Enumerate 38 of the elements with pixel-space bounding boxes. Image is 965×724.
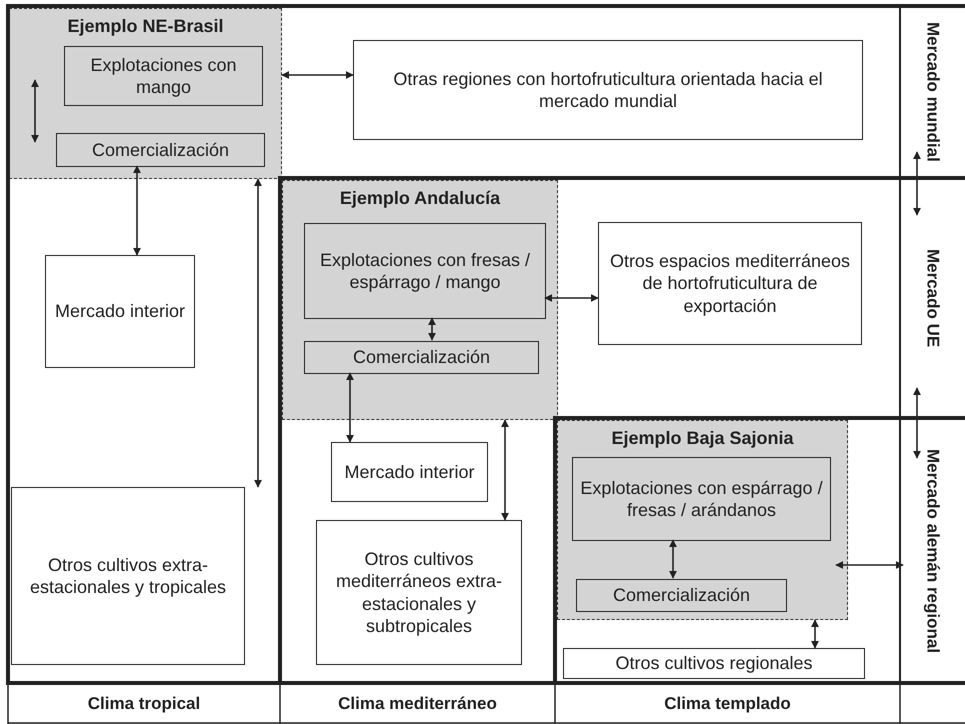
arrow bbox=[254, 178, 262, 488]
column-header: Clima tropical bbox=[86, 693, 202, 715]
process-box: Otras regiones con hortofruticultura orientada hacia el mercado mundial bbox=[353, 40, 863, 140]
arrow bbox=[428, 317, 436, 341]
process-box: Comercialización bbox=[576, 579, 787, 612]
process-box: Otros cultivos regionales bbox=[563, 648, 865, 679]
arrow bbox=[133, 165, 141, 256]
process-box: Mercado interior bbox=[331, 442, 488, 502]
arrow bbox=[811, 619, 819, 649]
example-region-panel bbox=[282, 180, 558, 420]
group-title: Ejemplo Andalucía bbox=[338, 187, 502, 210]
arrow bbox=[913, 387, 921, 459]
arrow bbox=[835, 561, 904, 569]
arrow bbox=[281, 71, 354, 79]
group-title: Ejemplo NE-Brasil bbox=[66, 15, 225, 38]
process-box: Otros cultivos extra-estacionales y tropicales bbox=[11, 487, 245, 665]
column-header: Clima mediterráneo bbox=[337, 693, 498, 715]
row-header: Mercado UE bbox=[902, 180, 964, 416]
arrow bbox=[913, 151, 921, 216]
arrow bbox=[669, 539, 677, 579]
example-region-panel bbox=[557, 420, 848, 620]
example-region-panel bbox=[9, 8, 282, 179]
process-box: Mercado interior bbox=[45, 255, 195, 368]
row-header: Mercado alemán regional bbox=[902, 420, 964, 682]
process-box: Explotaciones con espárrago / fresas / arándanos bbox=[572, 457, 831, 541]
arrow bbox=[346, 372, 354, 443]
column-header: Clima templado bbox=[663, 693, 792, 715]
process-box: Otros cultivos mediterráneos extra-estacionales y subtropicales bbox=[316, 520, 522, 665]
group-title: Ejemplo Baja Sajonia bbox=[610, 427, 795, 450]
arrow bbox=[501, 419, 509, 521]
row-header: Mercado mundial bbox=[902, 8, 964, 176]
arrow bbox=[31, 79, 39, 143]
process-box: Explotaciones con fresas / espárrago / mango bbox=[304, 223, 546, 319]
arrow bbox=[544, 294, 599, 302]
process-box: Comercialización bbox=[304, 341, 539, 374]
process-box: Explotaciones con mango bbox=[64, 46, 263, 106]
process-box: Comercialización bbox=[56, 133, 265, 167]
process-box: Otros espacios mediterráneos de hortofruticultura de exportación bbox=[598, 222, 862, 345]
